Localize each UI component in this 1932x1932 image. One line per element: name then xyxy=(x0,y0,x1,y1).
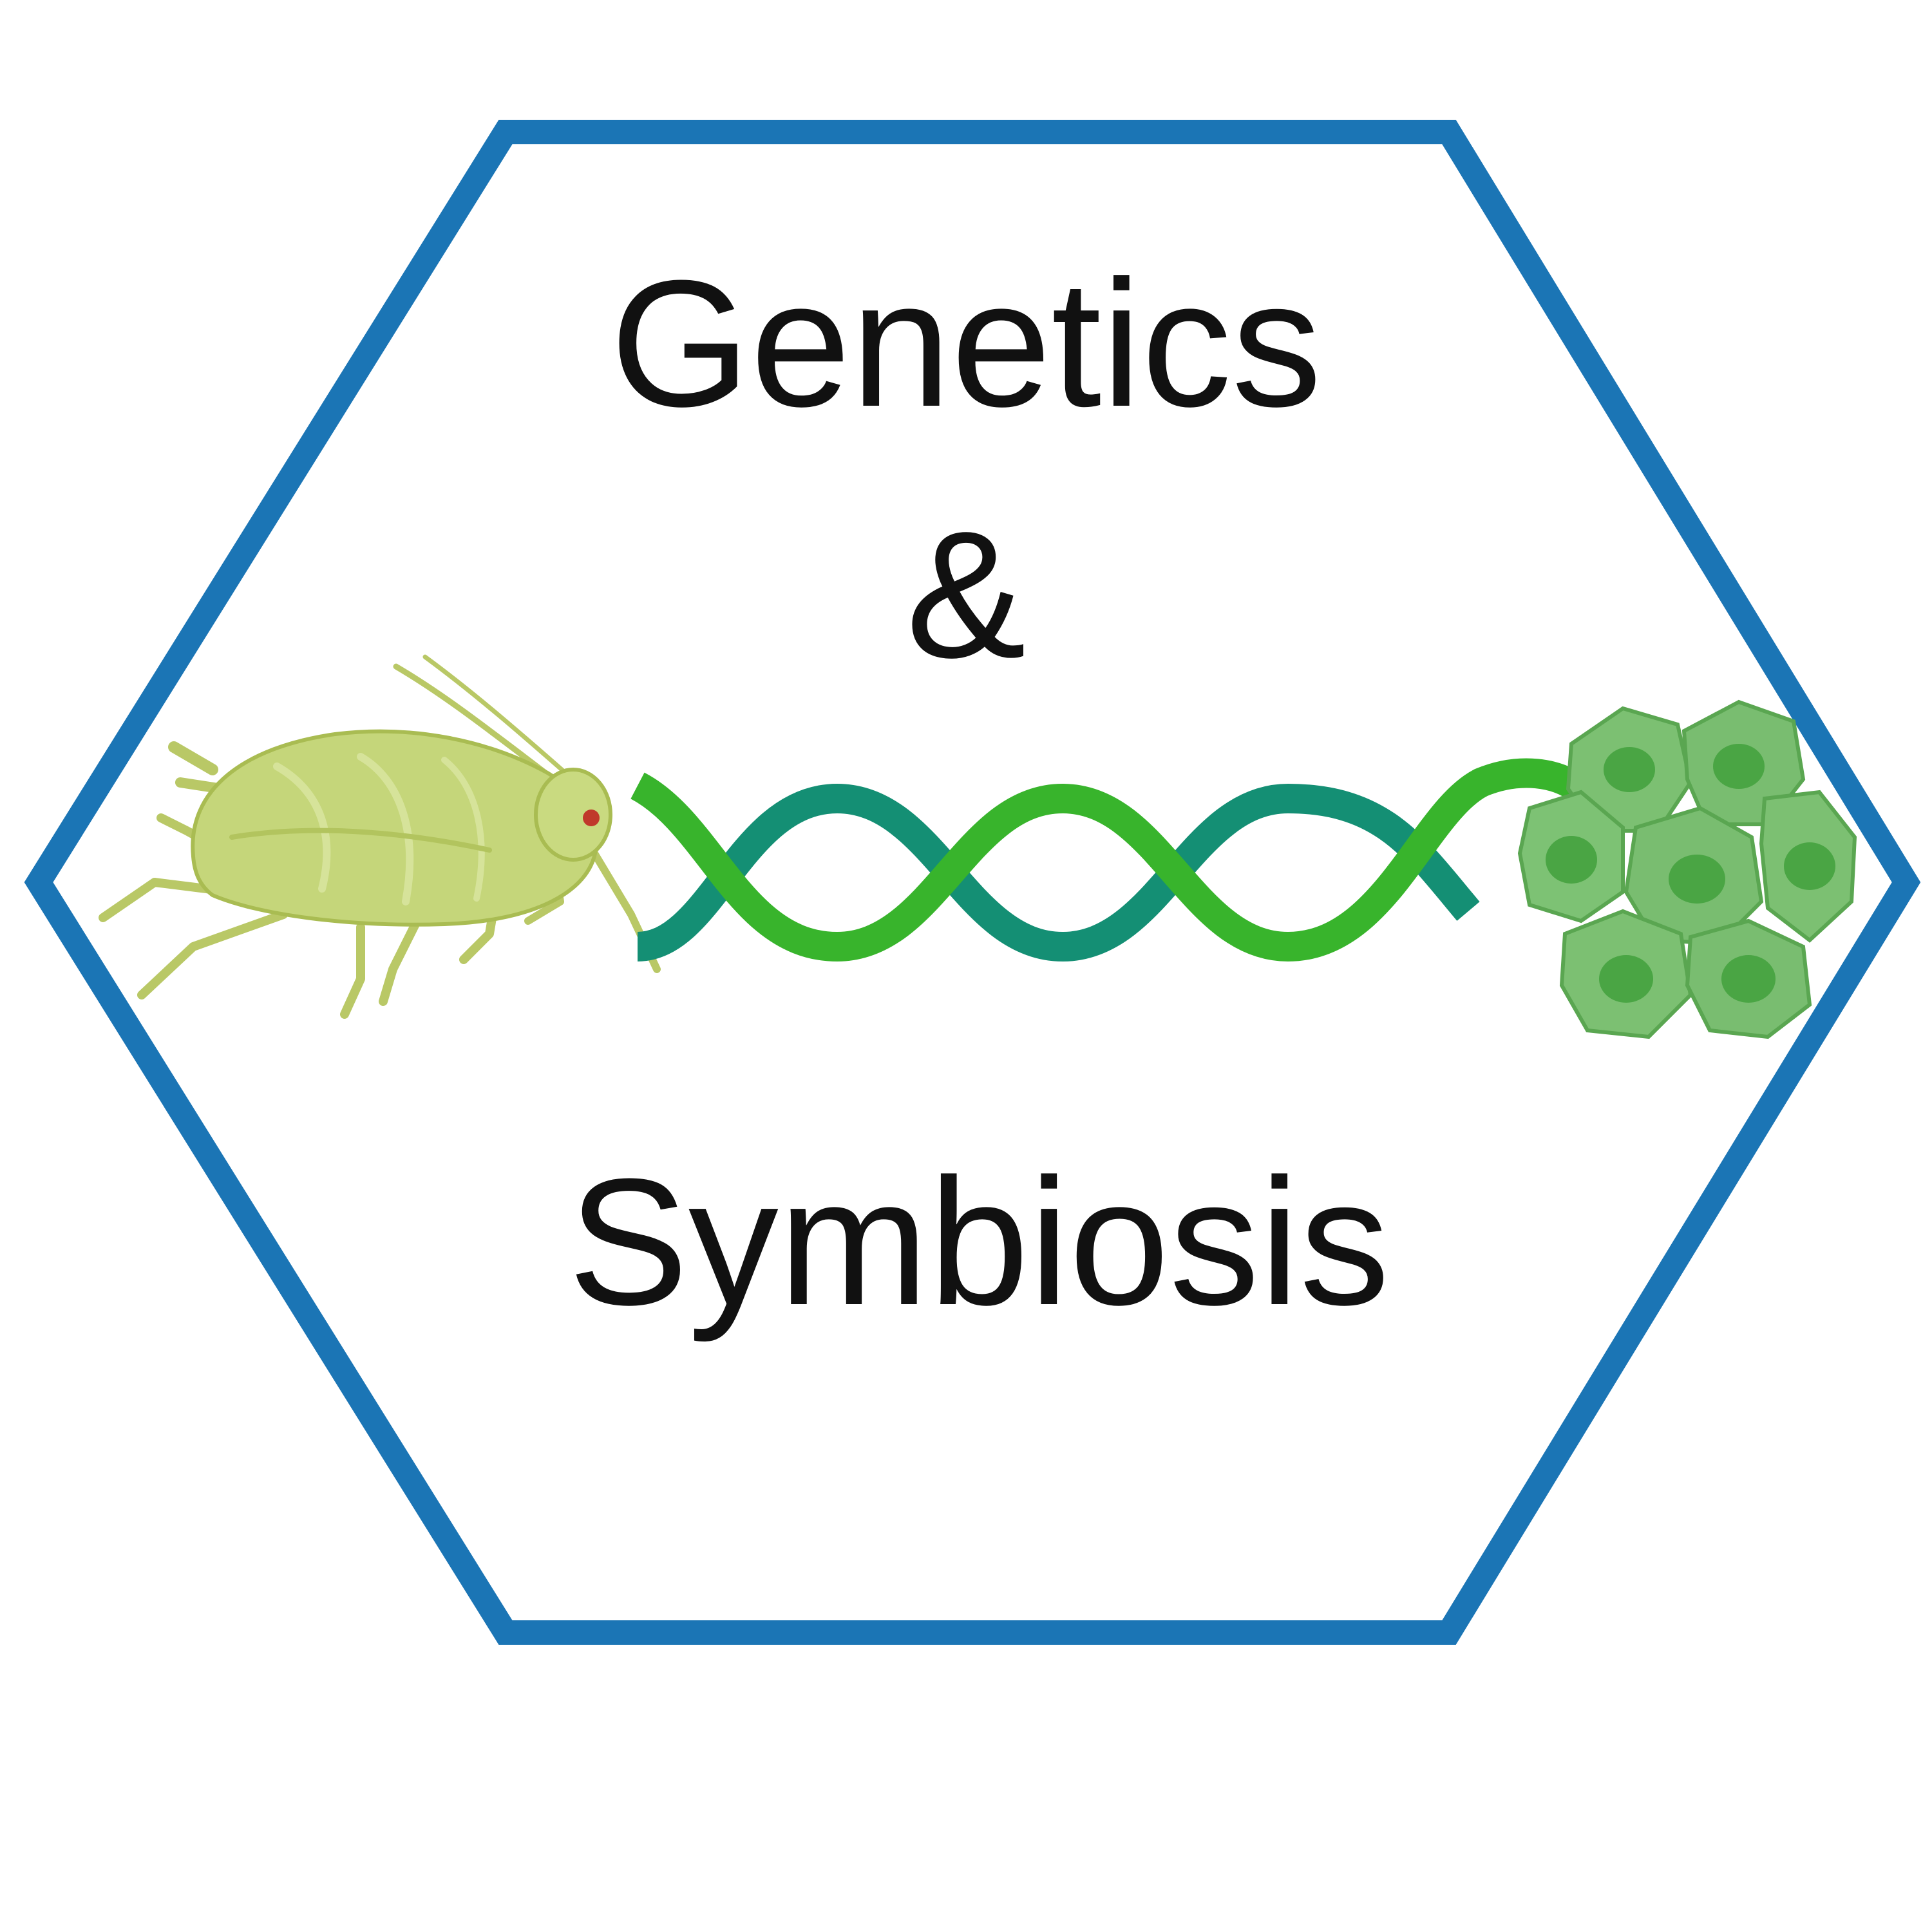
logo-ampersand: & xyxy=(906,495,1027,696)
hexagon-outline xyxy=(24,120,1921,1645)
aphid-icon xyxy=(99,654,661,1019)
dna-helix-icon xyxy=(630,758,1587,962)
logo-title-line1: Genetics xyxy=(611,243,1322,444)
bacteriocyte-cluster-icon xyxy=(1517,699,1857,1039)
logo-title-line3: Symbiosis xyxy=(568,1142,1390,1343)
